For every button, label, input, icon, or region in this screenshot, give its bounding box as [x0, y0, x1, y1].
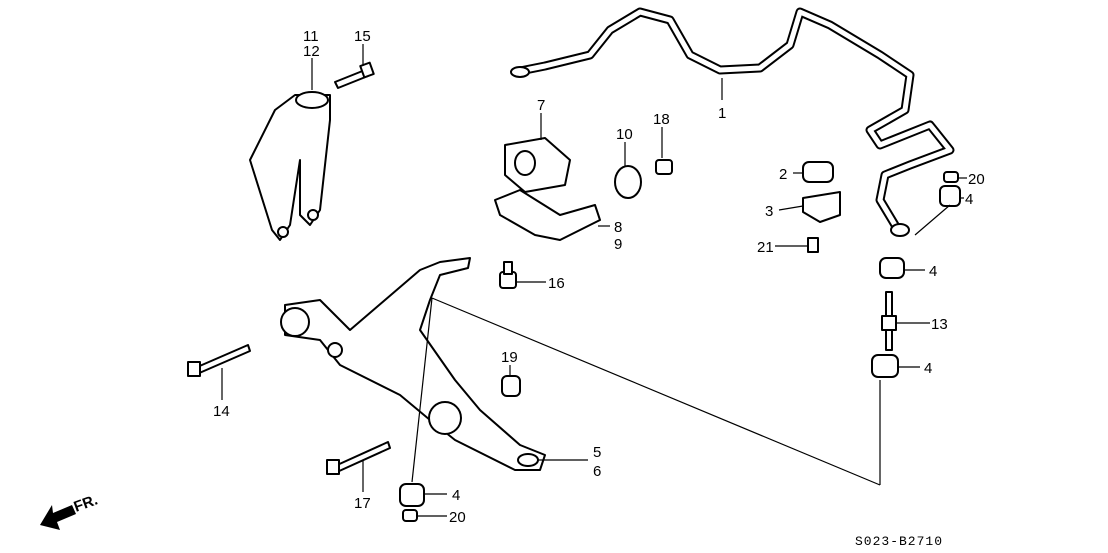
callout-12: 12 [303, 43, 320, 60]
bushing-4-right-bottom [871, 354, 899, 378]
callout-4-right-bottom: 4 [924, 360, 932, 377]
bushing-4-right-top [939, 185, 961, 207]
bushing-7 [504, 137, 571, 193]
callout-1: 1 [718, 105, 726, 122]
nut-20-bottom [402, 509, 418, 522]
stabilizer-bar [510, 7, 955, 237]
bolt-17 [326, 441, 391, 475]
callout-7: 7 [537, 97, 545, 114]
callout-17: 17 [354, 495, 371, 512]
callout-5: 5 [593, 444, 601, 461]
callout-13: 13 [931, 316, 948, 333]
callout-4-right-mid: 4 [929, 263, 937, 280]
bushing-10 [614, 165, 642, 199]
callout-11: 11 [303, 28, 319, 45]
nut-19 [501, 375, 521, 397]
callout-14: 14 [213, 403, 230, 420]
callout-9: 9 [614, 236, 622, 253]
callout-4-bottom: 4 [452, 487, 460, 504]
callout-19: 19 [501, 349, 518, 366]
callout-2: 2 [779, 166, 787, 183]
callout-10: 10 [616, 126, 633, 143]
callout-18: 18 [653, 111, 670, 128]
fork-part [249, 91, 331, 241]
diagram-code: S023-B2710 [855, 534, 943, 549]
callout-8: 8 [614, 219, 622, 236]
callout-4-right-top: 4 [965, 191, 973, 208]
nut-20-right [943, 171, 959, 183]
callout-3: 3 [765, 203, 773, 220]
bushing-2 [802, 161, 834, 183]
callout-20-bottom: 20 [449, 509, 466, 526]
callout-labels: 11 12 15 1 7 10 18 2 3 21 20 4 8 9 16 4 … [213, 28, 985, 526]
bolt-14 [187, 344, 251, 377]
callout-21: 21 [757, 239, 774, 256]
nut-18 [655, 159, 673, 175]
bolt-21 [807, 237, 819, 253]
lower-arm [280, 257, 546, 471]
bolt-15 [334, 61, 375, 89]
front-label: FR. [72, 492, 101, 516]
bushing-4-bottom [399, 483, 425, 507]
leader-lines [221, 44, 967, 517]
bracket-8-9 [494, 189, 601, 241]
callout-20-right: 20 [968, 171, 985, 188]
callout-6: 6 [593, 463, 601, 480]
front-direction-arrow: FR. [40, 492, 100, 530]
holder-3 [802, 191, 841, 223]
callout-15: 15 [354, 28, 371, 45]
callout-16: 16 [548, 275, 565, 292]
bushing-4-right-mid [879, 257, 905, 279]
